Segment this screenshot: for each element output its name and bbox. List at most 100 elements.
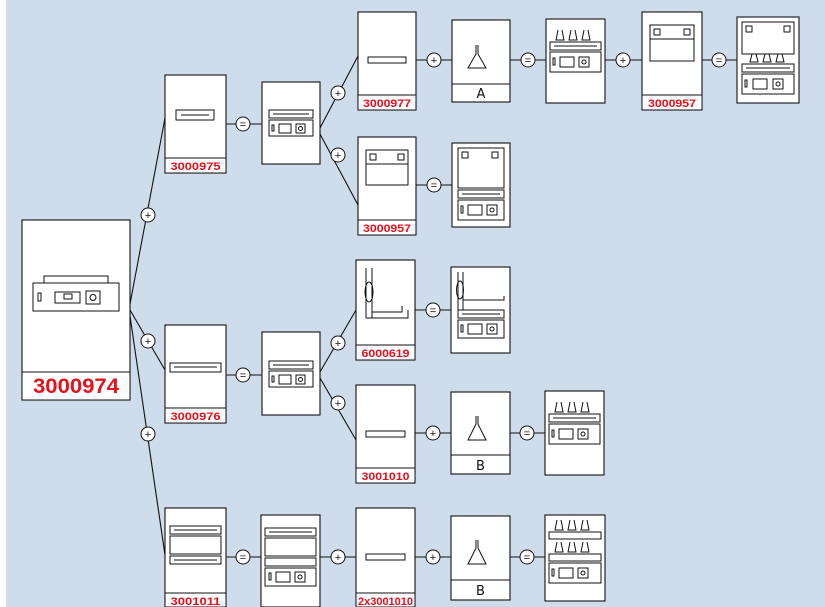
frame-rail-icon	[169, 525, 222, 565]
operator-symbol: =	[524, 428, 530, 440]
equals-operator: =	[425, 302, 441, 318]
bar-icon	[365, 553, 406, 561]
flask-icon	[467, 540, 487, 565]
operator-symbol: +	[430, 552, 436, 564]
part-number-3000974: 3000974	[33, 375, 119, 398]
label-strip	[21, 371, 131, 401]
final-result-box	[736, 16, 800, 104]
operator-symbol: =	[524, 552, 530, 564]
plus-operator: +	[140, 207, 156, 223]
part-number-3000975: 3000975	[171, 161, 221, 173]
operator-symbol: =	[240, 119, 246, 131]
equals-operator: =	[711, 52, 727, 68]
part-number-3000976: 3000976	[171, 411, 221, 423]
operator-symbol: +	[430, 428, 436, 440]
part-labels: 3000974 3000975 3000976 3001011 3000977 …	[21, 87, 703, 607]
plus-operator: +	[425, 425, 441, 441]
operator-symbol: =	[240, 370, 246, 382]
module-3000975-box	[164, 74, 227, 174]
module-3001011-box	[164, 507, 227, 607]
flask-icon	[467, 45, 487, 69]
cabinet-panel-icon	[457, 147, 505, 221]
part-number-3000957: 3000957	[363, 223, 411, 235]
label-strip	[355, 344, 416, 361]
flask-b-box	[450, 391, 511, 475]
double-rail-icon	[169, 362, 222, 373]
plus-operator: +	[426, 52, 442, 68]
final-assembly-icon	[741, 21, 795, 95]
operator-symbol: =	[431, 180, 437, 192]
equals-operator: =	[235, 116, 251, 132]
label-strip	[357, 94, 417, 111]
plus-operator: +	[330, 395, 346, 411]
equals-operator: =	[519, 425, 535, 441]
stand-panel-icon	[456, 272, 505, 339]
flask-icon	[467, 416, 487, 441]
module-3000976-box	[164, 324, 227, 424]
result-3000976-box	[261, 331, 321, 416]
label-strip	[355, 467, 416, 484]
plus-operator: +	[615, 52, 631, 68]
label-strip	[164, 592, 227, 607]
module-2x3001010-box	[355, 507, 416, 607]
result-flask-b2-box	[544, 514, 606, 602]
operator-symbol: +	[335, 150, 341, 162]
result-3000975-box	[261, 81, 321, 165]
operator-symbol: +	[335, 88, 341, 100]
plus-operator: +	[140, 426, 156, 442]
equals-operator: =	[426, 177, 442, 193]
flask-rail-panel-icon	[549, 29, 602, 73]
operator-symbol: +	[431, 55, 437, 67]
cabinet-icon	[365, 149, 409, 186]
equals-operator: =	[519, 549, 535, 565]
label-strip	[357, 219, 417, 236]
operator-symbol: +	[335, 338, 341, 350]
connector-line	[319, 133, 359, 206]
operator-symbol: +	[335, 552, 341, 564]
pictograms	[32, 21, 795, 587]
label-strip	[164, 157, 227, 174]
operator-symbol: +	[145, 429, 151, 441]
label-strip	[641, 94, 703, 111]
control-panel-icon	[32, 275, 120, 312]
rail-panel-icon	[268, 360, 314, 388]
plus-operator: +	[330, 335, 346, 351]
operator-symbol: +	[335, 398, 341, 410]
operator-symbol: +	[620, 55, 626, 67]
result-3000957-box	[451, 142, 511, 228]
operator-symbol: =	[430, 305, 436, 317]
operator-symbol: =	[716, 55, 722, 67]
equals-operator: =	[520, 52, 536, 68]
plus-operator: +	[140, 333, 156, 349]
operator-symbol: =	[240, 552, 246, 564]
operator-symbol: =	[525, 55, 531, 67]
stand-icon	[364, 268, 409, 319]
label-strip	[355, 592, 416, 607]
part-number-3001011: 3001011	[171, 596, 221, 607]
plus-operator: +	[330, 549, 346, 565]
label-strip	[164, 407, 227, 424]
bar-icon	[367, 56, 407, 64]
rail-icon	[175, 109, 215, 121]
rail-panel-icon	[268, 109, 314, 137]
operator-symbol: +	[145, 336, 151, 348]
flask-sublabel-a: A	[477, 87, 486, 102]
plus-operator: +	[330, 85, 346, 101]
part-number-2x3001010: 2x3001010	[358, 596, 413, 607]
flask-sublabel-b2: B	[476, 584, 485, 599]
flask-a-box	[451, 19, 511, 103]
equals-operator: =	[235, 549, 251, 565]
part-number-6000619: 6000619	[362, 348, 410, 360]
part-number-3000957-top: 3000957	[648, 98, 696, 110]
bar-icon	[365, 430, 406, 438]
part-number-3000977: 3000977	[363, 98, 411, 110]
flask-sublabel-b: B	[476, 459, 485, 474]
cabinet-icon	[649, 24, 695, 62]
double-flask-panel-icon	[548, 519, 602, 584]
operators: + + + = = = + + + + + + = + = = = + = + …	[140, 52, 727, 565]
plus-operator: +	[425, 549, 441, 565]
frame-panel-icon	[264, 527, 317, 587]
module-3000957-box	[357, 136, 417, 236]
